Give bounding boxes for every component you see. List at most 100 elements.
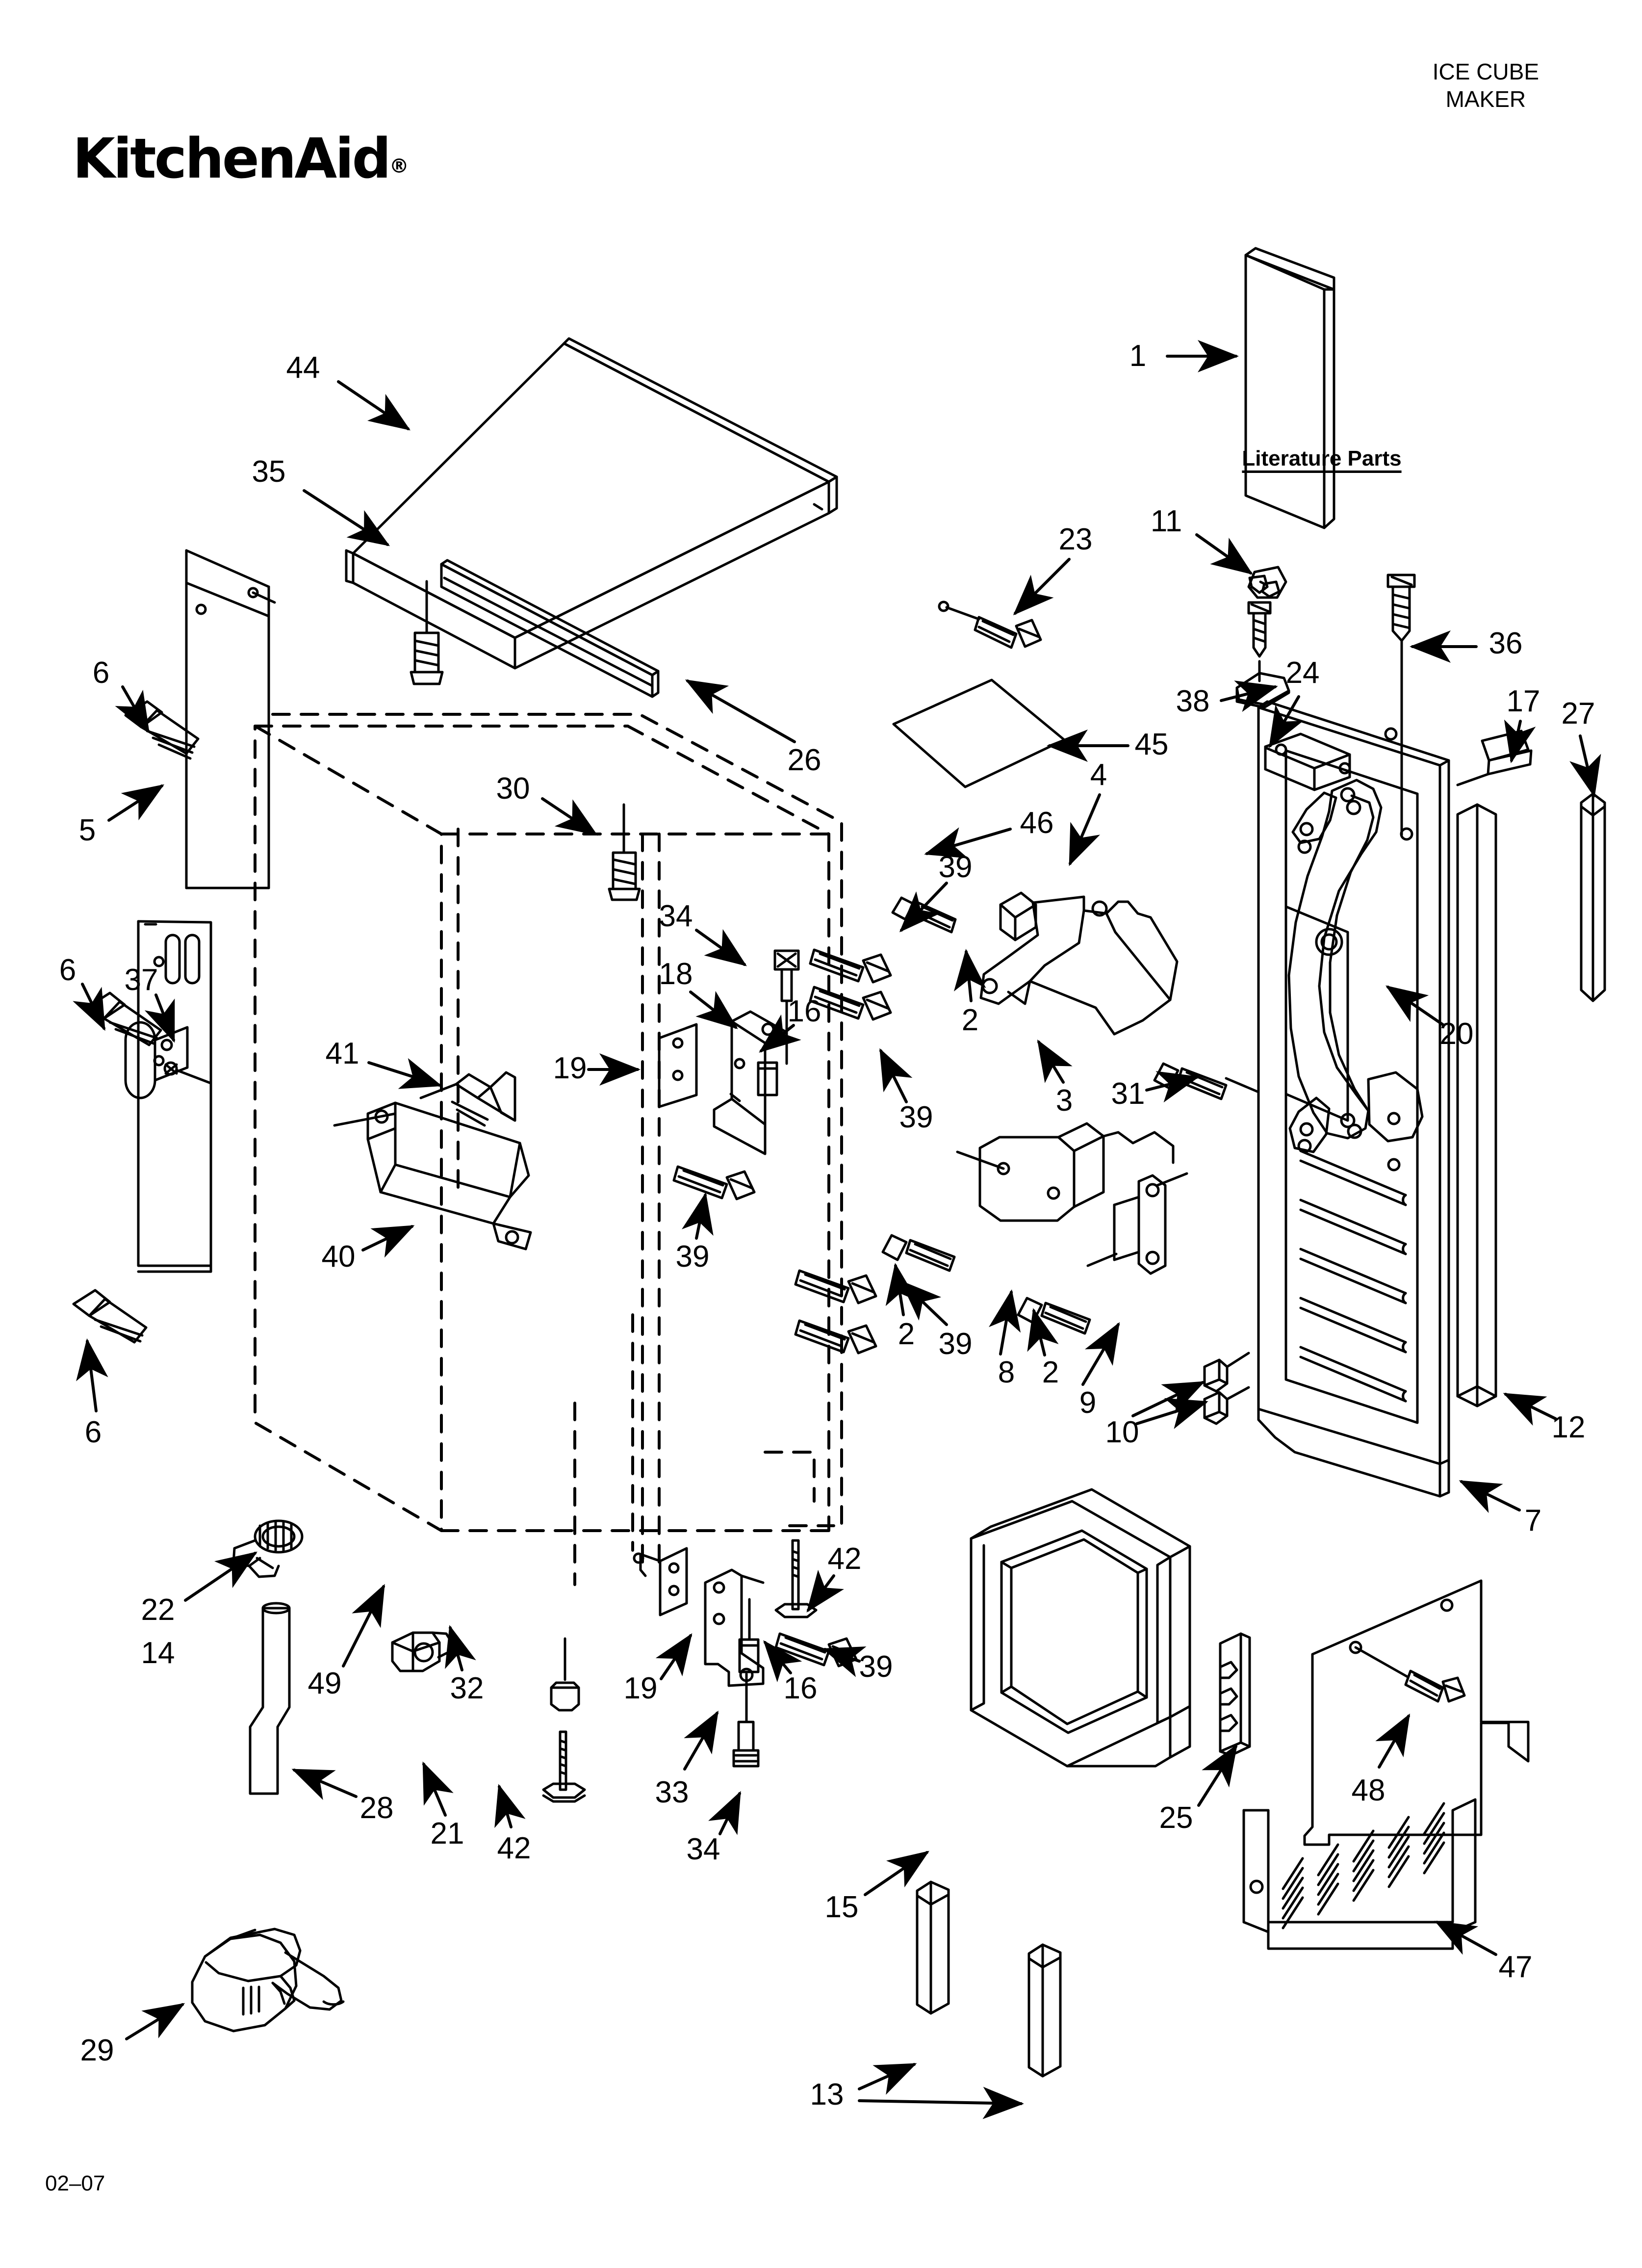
callout-number-2: 2 xyxy=(961,1003,979,1037)
part-16-grommet-lower xyxy=(738,1598,760,1673)
part-29-cover xyxy=(191,1928,345,2033)
part-34-screw-lower xyxy=(732,1672,760,1768)
part-22-hose-clamp xyxy=(232,1519,304,1578)
callout-number-9: 9 xyxy=(1079,1386,1097,1420)
part-12-trim-strip xyxy=(1456,803,1497,1408)
callout-number-29: 29 xyxy=(80,2033,114,2067)
callout-number-16: 16 xyxy=(787,994,821,1028)
part-35-screw xyxy=(410,580,444,685)
part-8-bracket xyxy=(956,1122,1175,1222)
callout-number-15: 15 xyxy=(824,1890,859,1924)
part-41-screw xyxy=(419,1071,516,1127)
callout-number-41: 41 xyxy=(325,1037,359,1070)
part-10-plugs xyxy=(1203,1352,1250,1425)
callout-number-34: 34 xyxy=(659,899,693,933)
part-46-sleeve xyxy=(999,891,1037,941)
part-42-leg-upper xyxy=(774,1539,818,1618)
part-16-grommet-upper xyxy=(757,1061,778,1096)
part-45-panel xyxy=(892,678,1066,788)
callout-number-16: 16 xyxy=(783,1671,818,1705)
callout-number-5: 5 xyxy=(78,813,96,847)
part-23-screw xyxy=(938,600,1042,649)
callout-number-22: 22 xyxy=(141,1593,175,1627)
part-6-screw-c xyxy=(72,1289,148,1344)
leader-lines xyxy=(73,340,1601,2119)
part-31-screw xyxy=(1153,1062,1260,1100)
callout-number-19: 19 xyxy=(553,1051,587,1085)
part-1-literature xyxy=(1244,247,1335,529)
callout-number-6: 6 xyxy=(84,1415,102,1449)
date-code: 02–07 xyxy=(45,2171,105,2195)
page-title: ICE CUBE MAKER xyxy=(1432,59,1539,112)
callout-number-12: 12 xyxy=(1551,1410,1586,1444)
callout-number-44: 44 xyxy=(286,351,320,385)
callout-number-6: 6 xyxy=(59,953,77,987)
callout-number-3: 3 xyxy=(1055,1084,1073,1118)
brand-name: KitchenAid xyxy=(73,127,391,191)
part-32-bushing xyxy=(550,1637,580,1712)
part-2-screws xyxy=(881,896,1091,1335)
callout-number-32: 32 xyxy=(450,1671,484,1705)
part-48-screw xyxy=(1404,1669,1466,1703)
group-caption-literature-parts: Literature Parts xyxy=(1242,446,1402,470)
callout-number-4: 4 xyxy=(1090,758,1107,792)
part-11-clip xyxy=(1247,566,1287,599)
part-37-clamp xyxy=(124,1021,212,1099)
callout-number-42: 42 xyxy=(497,1831,531,1865)
callout-number-27: 27 xyxy=(1561,697,1595,730)
callout-number-39: 39 xyxy=(859,1650,893,1684)
callout-number-19: 19 xyxy=(623,1671,658,1705)
callout-number-7: 7 xyxy=(1524,1504,1542,1538)
callout-number-6: 6 xyxy=(92,656,110,690)
part-27-trim xyxy=(1580,792,1606,1002)
callout-number-38: 38 xyxy=(1176,684,1210,718)
part-9-switch xyxy=(1086,1172,1188,1275)
part-36-screw xyxy=(1386,574,1416,836)
part-5-side-panel-lower xyxy=(137,920,212,1273)
part-26-rail xyxy=(440,559,660,698)
part-44-top-panel xyxy=(345,337,838,670)
part-40-trough xyxy=(333,1101,532,1251)
callout-number-34: 34 xyxy=(686,1832,720,1866)
callout-number-21: 21 xyxy=(430,1817,464,1851)
callout-number-17: 17 xyxy=(1506,684,1540,718)
part-33-bracket xyxy=(704,1568,765,1687)
part-4-bracket xyxy=(979,895,1179,1036)
callout-number-33: 33 xyxy=(655,1775,689,1809)
brand-logo: KitchenAid® xyxy=(73,131,409,186)
callout-number-31: 31 xyxy=(1111,1077,1145,1111)
callout-number-13: 13 xyxy=(810,2078,844,2112)
part-17-bar xyxy=(1456,730,1533,786)
callout-number-10: 10 xyxy=(1105,1415,1139,1449)
part-21-nut xyxy=(391,1631,453,1672)
callout-number-25: 25 xyxy=(1159,1801,1193,1835)
callout-number-2: 2 xyxy=(1042,1356,1059,1389)
callout-number-48: 48 xyxy=(1351,1773,1385,1807)
part-6-screw-a xyxy=(124,700,200,760)
callout-number-42: 42 xyxy=(827,1542,862,1576)
part-6-screw-b xyxy=(87,991,162,1046)
callout-number-39: 39 xyxy=(938,850,973,884)
callout-number-30: 30 xyxy=(496,772,530,806)
part-13-guard-b xyxy=(1027,1943,1062,2078)
part-24-bumper xyxy=(1235,660,1290,709)
cabinet-hidden-outline xyxy=(254,713,843,1586)
callout-number-36: 36 xyxy=(1488,626,1523,660)
registered-mark: ® xyxy=(389,155,409,178)
part-19-bracket-lower xyxy=(633,1547,688,1616)
part-25-clip xyxy=(1219,1632,1251,1757)
callout-number-37: 37 xyxy=(124,963,158,997)
part-30-screw xyxy=(608,803,641,901)
callout-number-40: 40 xyxy=(321,1240,356,1274)
callout-number-2: 2 xyxy=(898,1317,915,1351)
callout-number-18: 18 xyxy=(659,957,693,991)
part-18-bracket xyxy=(713,1010,788,1155)
part-39-screws xyxy=(672,948,892,1668)
callout-number-23: 23 xyxy=(1058,522,1093,556)
callout-number-8: 8 xyxy=(998,1356,1015,1389)
callout-number-39: 39 xyxy=(675,1240,710,1274)
part-15-door-frame xyxy=(970,1488,1191,1768)
callout-number-1: 1 xyxy=(1129,339,1147,373)
part-48-rear-panel xyxy=(1303,1579,1530,1846)
